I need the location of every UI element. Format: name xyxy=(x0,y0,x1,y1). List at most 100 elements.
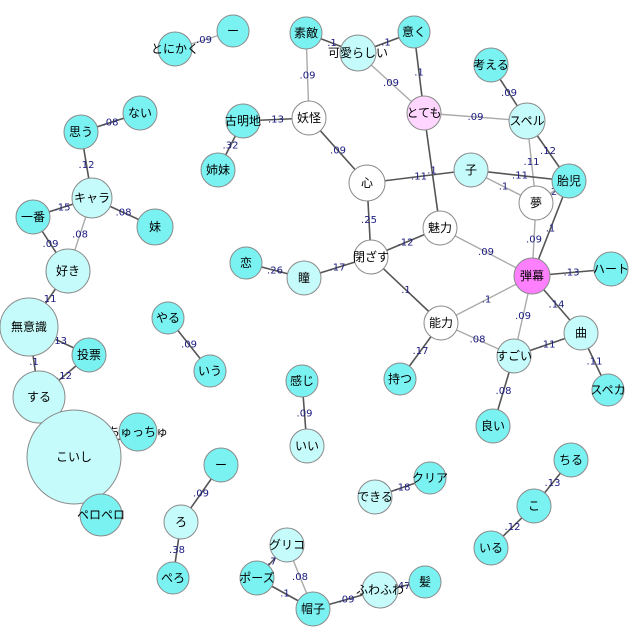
edge-weight-label: .11 xyxy=(41,294,57,305)
edge-weight-label: .08 xyxy=(292,572,308,583)
node-suteki: 素敵 xyxy=(289,16,323,50)
node-circle xyxy=(339,34,377,72)
node-clear: クリア xyxy=(412,461,448,495)
node-circle xyxy=(12,370,66,424)
node-circle xyxy=(0,297,59,357)
node-label: 好き xyxy=(56,264,80,278)
node-label: 心 xyxy=(361,176,373,190)
node-tonikaku: とにかく xyxy=(151,31,199,67)
node-label: ない xyxy=(128,106,152,120)
node-label: 閉ざす xyxy=(353,249,389,264)
node-suru: する xyxy=(12,370,66,424)
node-label: 持つ xyxy=(388,371,412,386)
edge-weight-label: .09 xyxy=(330,146,346,157)
node-label: 思う xyxy=(69,125,93,139)
edge-weight-label: .09 xyxy=(478,247,494,258)
node-label: ペロペロ xyxy=(77,508,125,522)
node-ro: ろ xyxy=(163,504,199,540)
node-circle xyxy=(289,428,325,464)
edge-weight-label: .1 xyxy=(29,357,39,368)
node-circle xyxy=(291,100,327,136)
node-ii: いい xyxy=(289,428,325,464)
edge-weight-label: .1 xyxy=(414,68,424,79)
node-circle xyxy=(63,114,99,150)
edge-weight-label: .13 xyxy=(268,115,284,126)
edge-weight-label: .09 xyxy=(501,88,517,99)
node-circle xyxy=(151,301,185,335)
node-koishi: こいし xyxy=(26,409,122,505)
edge-weight-label: .09 xyxy=(43,239,59,250)
node-ko_small: こ xyxy=(516,488,552,524)
node-taiji: 胎児 xyxy=(551,163,587,199)
edge-weight-label: .11 xyxy=(540,340,556,351)
edge-weight-label: .09 xyxy=(196,35,212,46)
node-supel: スペル xyxy=(508,102,546,140)
node-circle xyxy=(518,185,554,221)
node-circle xyxy=(563,315,599,351)
node-yoi: 良い xyxy=(475,408,511,444)
node-koi: 恋 xyxy=(229,246,263,280)
edge-weight-label: .25 xyxy=(361,215,377,226)
node-label: 素敵 xyxy=(294,25,318,40)
node-label: ちゅっちゅ xyxy=(108,425,168,439)
node-label: 弾幕 xyxy=(520,269,544,283)
node-label: 瞳 xyxy=(298,270,310,285)
node-circle xyxy=(285,364,319,398)
node-suki: 好き xyxy=(45,248,91,294)
node-circle xyxy=(353,239,389,275)
node-heart: ハート xyxy=(593,251,629,287)
node-circle xyxy=(193,354,227,388)
edge-weight-label: .12 xyxy=(398,238,414,249)
edge-totemo-miryoku xyxy=(423,112,441,229)
edge-weight-label: .1 xyxy=(401,285,411,296)
node-label: 良い xyxy=(481,418,505,433)
edge-weight-label: .09 xyxy=(383,78,399,89)
edge-weight-label: .2 xyxy=(548,187,558,198)
edge-weight-label: .1 xyxy=(546,224,556,235)
node-chara: キャラ xyxy=(71,177,113,219)
node-circle xyxy=(289,16,323,50)
node-circle xyxy=(71,337,107,373)
node-circle xyxy=(513,257,551,295)
node-label: 能力 xyxy=(429,316,453,330)
node-circle xyxy=(79,493,123,537)
node-circle xyxy=(406,95,442,131)
edge-labels-layer: .09 .1 .1 .09 .09 .1 .09 .09 .1 .13 .32 .09 .08 .12 .1… xyxy=(29,35,602,606)
node-circle xyxy=(286,260,322,296)
edge-weight-label: .14 xyxy=(549,300,565,311)
edge-weight-label: .1 xyxy=(381,38,391,49)
node-iku: 意く xyxy=(397,15,431,49)
node-label: キャラ xyxy=(74,191,110,205)
edge-weight-label: .1 xyxy=(427,166,437,177)
node-label: スペカ xyxy=(590,383,625,397)
edge-weight-label: .12 xyxy=(79,160,95,171)
node-yaru: やる xyxy=(151,301,185,335)
node-label: こ xyxy=(528,499,540,513)
node-iu: いう xyxy=(193,354,227,388)
node-ichi_top: ー xyxy=(216,14,250,48)
node-circle xyxy=(408,565,442,599)
edge-weight-label: .1 xyxy=(482,295,492,306)
node-boushi: 帽子 xyxy=(295,591,331,627)
node-label: いい xyxy=(295,439,319,453)
node-pero: ぺろ xyxy=(156,561,190,595)
node-label: する xyxy=(27,390,51,404)
node-label: 髪 xyxy=(419,575,431,589)
node-label: 考える xyxy=(473,58,509,72)
edge-weight-label: .09 xyxy=(300,71,316,82)
node-label: 妖怪 xyxy=(297,111,321,125)
node-label: 胎児 xyxy=(557,174,581,188)
node-peropero: ペロペロ xyxy=(77,493,125,537)
node-label: とにかく xyxy=(151,42,199,56)
node-label: ー xyxy=(227,24,239,38)
node-circle xyxy=(239,560,275,596)
node-label: クリア xyxy=(412,471,448,485)
node-label: 一番 xyxy=(21,210,45,224)
node-kangaeru: 考える xyxy=(473,47,509,83)
node-circle xyxy=(423,305,459,341)
edge-weight-label: .32 xyxy=(223,141,239,152)
edge-weight-label: .11 xyxy=(587,357,603,368)
node-label: 可愛らしい xyxy=(328,46,388,60)
node-imouto: 妹 xyxy=(136,208,174,246)
